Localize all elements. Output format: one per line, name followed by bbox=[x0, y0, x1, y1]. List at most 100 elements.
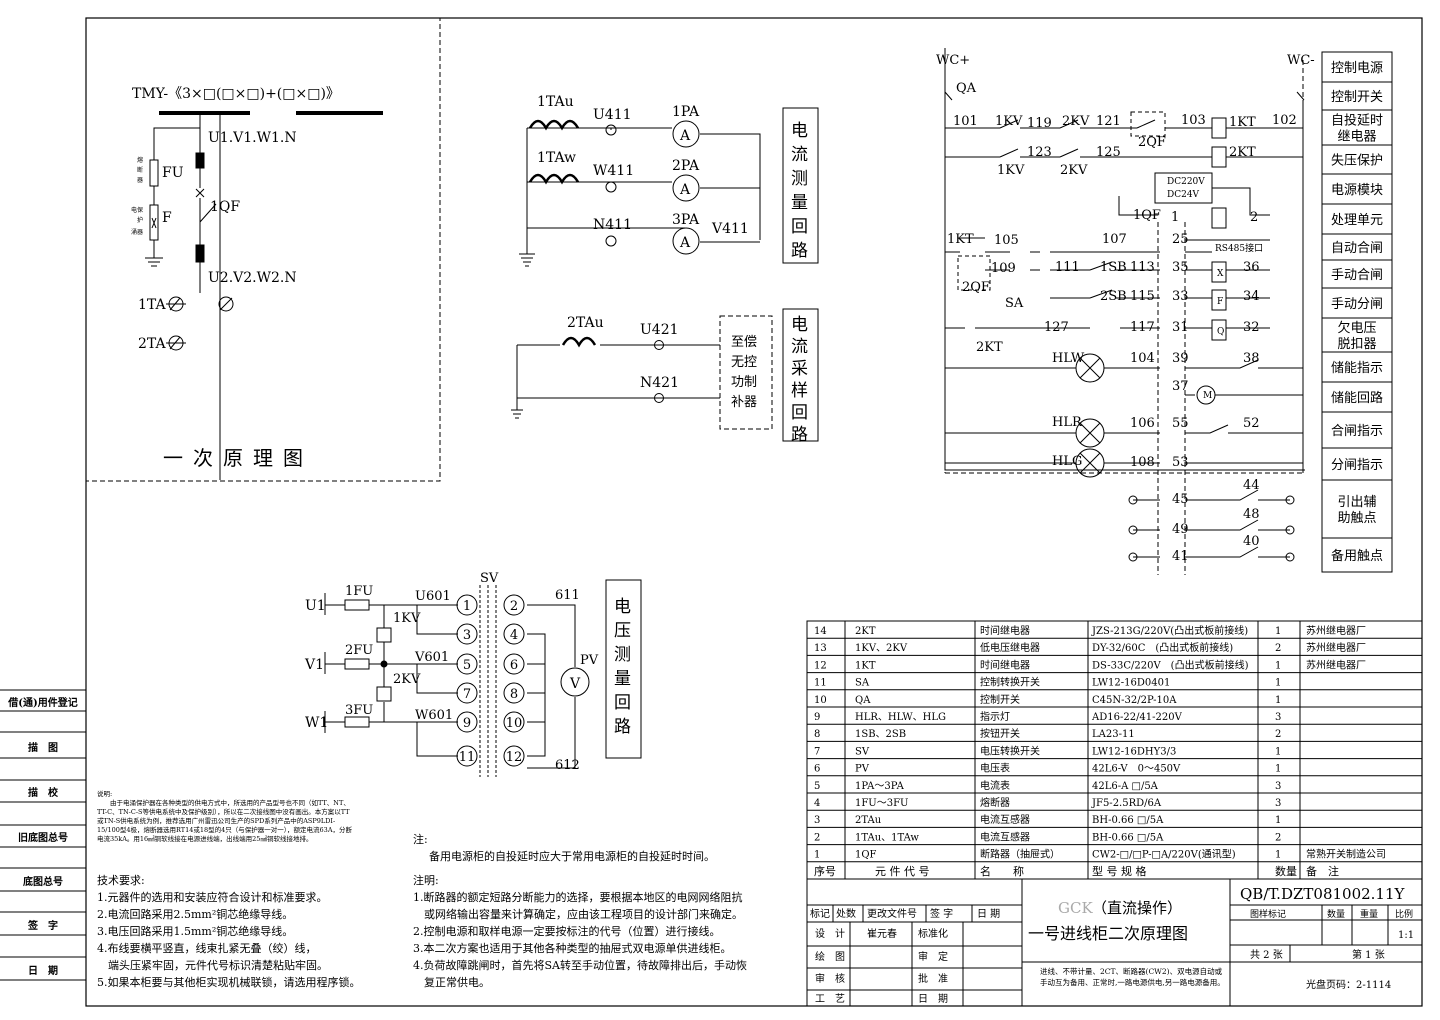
bom-cell: 4 bbox=[814, 798, 820, 809]
meter-2pa: 2PA bbox=[672, 158, 700, 174]
bom-cell: 苏州继电器厂 bbox=[1306, 658, 1366, 671]
svg-text:32: 32 bbox=[1243, 320, 1260, 335]
svg-text:图样标记: 图样标记 bbox=[1250, 908, 1286, 920]
phase-u1: U1 bbox=[305, 598, 326, 614]
svg-text:电: 电 bbox=[791, 315, 808, 335]
wire-w411: W411 bbox=[593, 163, 634, 179]
bom-cell: 1 bbox=[1275, 815, 1281, 826]
svg-text:M: M bbox=[1203, 391, 1212, 401]
side-old-no: 旧底图总号 bbox=[18, 833, 68, 844]
breaker-label: 1QF bbox=[210, 199, 240, 215]
control-circuit-labels: WC+ WC- QA 101 1KV 119 2KV 121 2QF 103 1… bbox=[936, 53, 1315, 564]
svg-text:2SB: 2SB bbox=[1100, 289, 1127, 304]
sv-contact bbox=[503, 682, 525, 704]
side-date: 日 期 bbox=[28, 966, 58, 977]
svg-text:39: 39 bbox=[1172, 351, 1189, 366]
svg-text:36: 36 bbox=[1243, 260, 1260, 275]
protector-caption-1: 电保 bbox=[131, 206, 143, 214]
svg-text:41: 41 bbox=[1172, 549, 1189, 564]
voltmeter-label: PV bbox=[580, 653, 599, 668]
svg-text:55: 55 bbox=[1172, 416, 1189, 431]
relay-1kv: 1KV bbox=[393, 611, 421, 626]
sv-contact bbox=[456, 682, 478, 704]
bom-cell: 1FU～3FU bbox=[855, 798, 908, 809]
function-label: 分闸指示 bbox=[1331, 458, 1383, 473]
sv-contact-number: 11 bbox=[459, 750, 476, 765]
svg-text:HLR: HLR bbox=[1052, 415, 1083, 430]
svg-text:40: 40 bbox=[1243, 534, 1260, 549]
svg-text:路: 路 bbox=[614, 717, 631, 737]
bom-cell: 2 bbox=[1275, 832, 1281, 843]
bom-header-cell: 序号 bbox=[814, 864, 836, 878]
sv-contact bbox=[456, 594, 478, 616]
ct2-label: 1TAw bbox=[537, 150, 576, 166]
svg-text:107: 107 bbox=[1102, 232, 1127, 247]
fuse-2fu: 2FU bbox=[345, 643, 373, 658]
bom-cell: 13 bbox=[814, 643, 827, 654]
side-base-no: 底图总号 bbox=[23, 877, 63, 888]
bom-cell: 5 bbox=[814, 781, 820, 792]
sv-contact-number: 9 bbox=[463, 716, 471, 731]
function-label: 处理单元 bbox=[1331, 213, 1383, 228]
svg-text:109: 109 bbox=[991, 261, 1016, 276]
bom-cell: 电流互感器 bbox=[980, 830, 1030, 843]
ct1-label: 1TAu bbox=[537, 94, 574, 110]
svg-text:113: 113 bbox=[1130, 260, 1155, 275]
sv-contact-number: 6 bbox=[510, 658, 518, 673]
svg-text:功制: 功制 bbox=[731, 375, 757, 390]
phase-w1: W1 bbox=[305, 715, 328, 731]
bom-cell: 1 bbox=[1275, 746, 1281, 757]
wc-minus: WC- bbox=[1287, 53, 1315, 68]
function-label: 手动分闸 bbox=[1331, 297, 1383, 312]
bom-cell: DS-33C/220V (凸出式板前接线) bbox=[1092, 658, 1249, 671]
bom-cell: 2 bbox=[1275, 643, 1281, 654]
bom-cell: 2TAu bbox=[855, 815, 882, 826]
svg-text:1QF: 1QF bbox=[1133, 208, 1161, 223]
svg-text:签 字: 签 字 bbox=[930, 907, 953, 920]
fuse-3fu: 3FU bbox=[345, 703, 373, 718]
protector-label: F bbox=[162, 210, 172, 226]
function-label: 储能回路 bbox=[1331, 390, 1383, 406]
function-label: 欠电压 bbox=[1337, 320, 1376, 336]
function-label: 助触点 bbox=[1337, 511, 1376, 526]
svg-text:53: 53 bbox=[1172, 455, 1189, 470]
svg-text:HLW: HLW bbox=[1052, 351, 1085, 366]
bottom-terminals: U2.V2.W2.N bbox=[208, 270, 297, 286]
note-1: 注: 备用电源柜的自投延时应大于常用电源柜的自投延时时间。 bbox=[413, 833, 715, 863]
svg-text:无控: 无控 bbox=[731, 355, 757, 370]
function-label: 电源模块 bbox=[1331, 183, 1383, 198]
bom-cell: 3 bbox=[814, 815, 820, 826]
bom-cell: 2 bbox=[1275, 729, 1281, 740]
busbar-label: TMY-《3×□(□×□)+(□×□)》 bbox=[132, 86, 340, 102]
function-labels: 控制电源控制开关自投延时继电器失压保护电源模块处理单元自动合闸手动合闸手动分闸欠… bbox=[1331, 61, 1383, 564]
svg-text:48: 48 bbox=[1243, 507, 1260, 522]
bom-cell: 电流互感器 bbox=[980, 813, 1030, 826]
bom-cell: 1 bbox=[1275, 660, 1281, 671]
bom-cell: 42L6-A □/5A bbox=[1092, 781, 1159, 792]
svg-text:121: 121 bbox=[1096, 114, 1121, 129]
bom-cell: 1QF bbox=[855, 850, 877, 861]
svg-text:测: 测 bbox=[614, 645, 631, 665]
function-label: 控制开关 bbox=[1331, 90, 1383, 105]
function-label: 继电器 bbox=[1337, 130, 1376, 145]
note-2: 注明: 1.断路器的额定短路分断能力的选择，要根据本地区的电网网络阻抗 或网络输… bbox=[413, 874, 747, 989]
bom-cell: 控制开关 bbox=[980, 693, 1020, 706]
bom-cell: 1 bbox=[1275, 678, 1281, 689]
side-sign: 签 字 bbox=[28, 921, 58, 932]
svg-text:日 期: 日 期 bbox=[918, 993, 948, 1005]
svg-text:标准化: 标准化 bbox=[918, 927, 948, 940]
bom-cell: 电压转换开关 bbox=[980, 744, 1040, 757]
svg-text:日 期: 日 期 bbox=[977, 908, 1000, 920]
svg-text:回: 回 bbox=[791, 217, 808, 237]
bom-cell: 12 bbox=[814, 660, 827, 671]
bom-cell: 1 bbox=[1275, 695, 1281, 706]
sv-contact bbox=[503, 711, 525, 733]
wire-u411: U411 bbox=[593, 107, 632, 123]
svg-text:119: 119 bbox=[1027, 116, 1052, 131]
wire-w601: W601 bbox=[415, 708, 453, 723]
bom-cell: CW2-□/□P-□A/220V(通讯型) bbox=[1092, 848, 1236, 861]
svg-text:1KT: 1KT bbox=[1229, 115, 1256, 130]
sheet-number: 第 1 张 bbox=[1352, 948, 1385, 961]
bom-cell: 9 bbox=[814, 712, 820, 723]
